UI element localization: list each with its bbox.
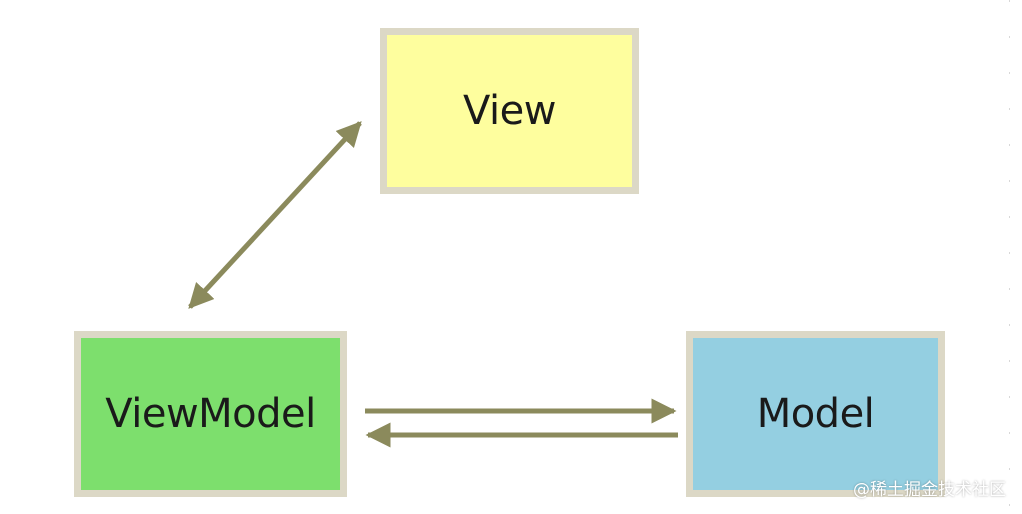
arrow-viewmodel-view bbox=[188, 121, 362, 309]
view-node: View bbox=[380, 28, 639, 194]
model-node-label: Model bbox=[756, 391, 875, 437]
viewmodel-node: ViewModel bbox=[74, 331, 347, 497]
model-node: Model bbox=[686, 331, 945, 497]
viewmodel-node-label: ViewModel bbox=[105, 391, 316, 437]
watermark-text: @稀土掘金技术社区 bbox=[853, 480, 1006, 500]
right-edge-divider bbox=[1009, 0, 1010, 514]
view-node-label: View bbox=[463, 88, 556, 134]
